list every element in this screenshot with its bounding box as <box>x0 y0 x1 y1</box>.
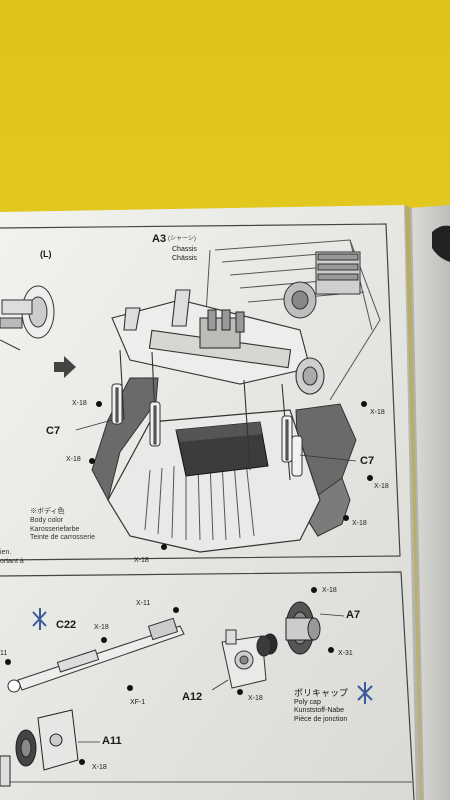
polycap-en: Poly cap <box>294 698 321 706</box>
x18-top-right: X-18 <box>322 587 337 594</box>
x11-left: 11 <box>0 650 8 657</box>
step-arrow <box>54 356 76 378</box>
a7-label: A7 <box>346 609 361 621</box>
paint-note-en: Body color <box>30 516 64 524</box>
x18-right-lower: X-18 <box>352 520 367 527</box>
a12-label: A12 <box>182 691 203 703</box>
x18-right-upper: X-18 <box>370 409 385 416</box>
edge-note: ien. ortant à <box>0 548 24 566</box>
shock-drawings <box>111 383 303 477</box>
brush-icon-left <box>32 608 47 630</box>
wheel-a7-drawing <box>285 601 321 655</box>
x18-bottom-left: X-18 <box>92 764 107 771</box>
paint-note-de: Karosseriefarbe <box>30 525 80 533</box>
side-label: (L) <box>40 249 52 259</box>
xf1-label: XF-1 <box>130 699 146 706</box>
polycap-de: Kunststoff-Nabe <box>294 707 345 715</box>
edge-note-1: ien. <box>0 549 12 556</box>
bottom-panel-frame <box>0 571 415 800</box>
chassis-tub <box>107 409 321 553</box>
x18-bottom: X-18 <box>134 557 149 564</box>
x31-label: X-31 <box>338 650 353 657</box>
x18-left-lower: X-18 <box>66 456 81 463</box>
x18-c22: X-18 <box>94 624 109 631</box>
a11-label: A11 <box>102 735 122 747</box>
x18-right-mid: X-18 <box>374 483 389 490</box>
polycap-jp: ポリキャップ <box>294 688 349 698</box>
x11-top: X-11 <box>136 600 151 607</box>
polycap-drawing <box>256 633 278 657</box>
c22-label: C22 <box>56 619 77 631</box>
x18-left-upper: X-18 <box>72 400 87 407</box>
bottom-screw-dots <box>5 587 334 765</box>
chassis-en-label: Chassis <box>172 246 197 253</box>
screw-dots <box>89 401 373 550</box>
paint-note-fr: Teinte de carrosserie <box>30 534 95 542</box>
paint-note: ※ボディ色 Body color Karosseriefarbe Teinte … <box>30 508 95 543</box>
left-fender <box>91 377 159 502</box>
upright-a12-drawing <box>221 629 267 689</box>
polycap-note: ポリキャップ Poly cap Kunststoff-Nabe Pièce de… <box>294 688 348 724</box>
chassis-part-label: A3 <box>152 233 167 245</box>
c7-right-label: C7 <box>360 455 375 467</box>
chassis-de-label: Chässis <box>172 255 197 262</box>
polycap-fr: Pièce de jonction <box>294 715 348 723</box>
edge-note-2: ortant à <box>0 558 24 566</box>
left-hub-drawing <box>0 285 55 351</box>
hub-a11-drawing <box>0 709 79 787</box>
brush-icon-right <box>357 682 373 704</box>
c7-left-label: C7 <box>46 425 61 437</box>
chassis-jp-label: (シャーシ) <box>168 236 196 242</box>
paint-note-jp: ※ボディ色 <box>30 508 65 515</box>
x18-a12: X-18 <box>248 695 263 702</box>
drive-shaft-drawing <box>7 617 185 693</box>
suspension-drawing <box>111 289 325 481</box>
top-panel-frame <box>0 223 401 561</box>
